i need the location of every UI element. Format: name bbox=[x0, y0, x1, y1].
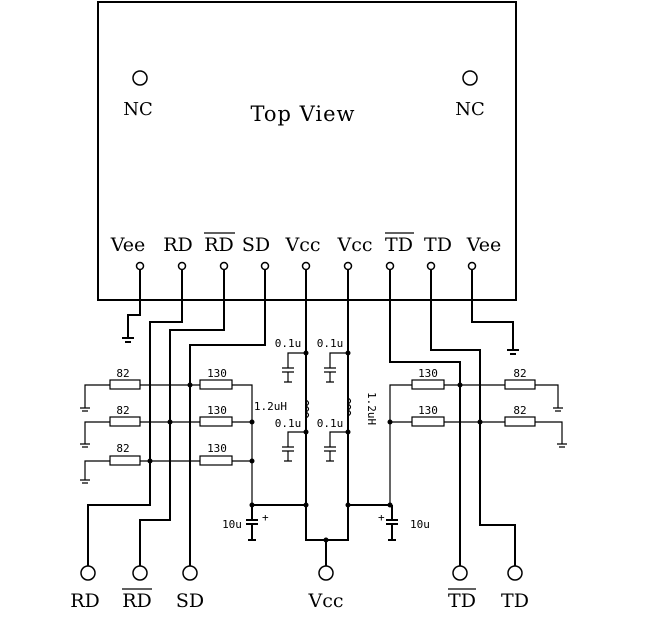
label-10u-right: 10u bbox=[410, 518, 430, 531]
label-82-right-2: 82 bbox=[513, 404, 526, 417]
rd-bar-trace bbox=[139, 270, 225, 568]
label-130-left-1: 130 bbox=[207, 367, 227, 380]
vcc-trace-2 bbox=[326, 270, 349, 541]
pin-label-vcc-1: Vcc bbox=[284, 234, 320, 256]
rd-trace bbox=[87, 270, 183, 568]
cap-10u-left bbox=[246, 505, 258, 541]
label-82-left-3: 82 bbox=[116, 442, 129, 455]
label-130-left-2: 130 bbox=[207, 404, 227, 417]
pin-label-vcc-2: Vcc bbox=[336, 234, 372, 256]
nc-right-label: NC bbox=[455, 99, 485, 120]
td-bar-trace bbox=[389, 270, 461, 568]
label-cap-top-right: 0.1u bbox=[317, 337, 344, 350]
output-label-td-bar: TD bbox=[448, 590, 476, 612]
label-10u-left: 10u bbox=[222, 518, 242, 531]
label-82-left-2: 82 bbox=[116, 404, 129, 417]
cap-top-right bbox=[324, 352, 348, 383]
vcc-trace-1 bbox=[305, 270, 327, 568]
cap-10u-right bbox=[386, 505, 398, 541]
resistor-130-right-1 bbox=[411, 379, 445, 390]
resistor-130-left-2 bbox=[199, 416, 233, 427]
vee-right-ground bbox=[471, 270, 519, 355]
resistor-130-left-3 bbox=[199, 455, 233, 466]
label-inductor-left: 1.2uH bbox=[254, 400, 287, 413]
td-trace bbox=[430, 270, 516, 568]
left-resistor-network bbox=[80, 379, 255, 508]
output-label-td: TD bbox=[501, 590, 529, 612]
cap-top-left bbox=[282, 352, 306, 383]
pin-dots bbox=[135, 261, 477, 271]
output-label-vcc: Vcc bbox=[307, 590, 343, 612]
label-plus-left: + bbox=[262, 511, 269, 524]
pin-label-vee-2: Vee bbox=[466, 234, 501, 256]
pin-label-vee-1: Vee bbox=[110, 234, 145, 256]
inductor-left bbox=[304, 399, 310, 419]
resistor-130-right-2 bbox=[411, 416, 445, 427]
module-title: Top View bbox=[250, 102, 355, 126]
output-pads bbox=[80, 565, 523, 581]
output-label-sd: SD bbox=[176, 590, 204, 612]
decoupling-network bbox=[246, 350, 398, 543]
pin-label-rd-bar: RD bbox=[204, 234, 234, 256]
label-plus-right: + bbox=[378, 511, 385, 524]
label-82-right-1: 82 bbox=[513, 367, 526, 380]
resistor-130-left-1 bbox=[199, 379, 233, 390]
output-label-rd-bar: RD bbox=[122, 590, 152, 612]
label-130-right-1: 130 bbox=[418, 367, 438, 380]
nc-right-hole bbox=[462, 70, 478, 86]
label-cap-top-left: 0.1u bbox=[275, 337, 302, 350]
resistor-82-left-2 bbox=[109, 416, 141, 427]
resistor-82-right-2 bbox=[504, 416, 536, 427]
label-cap-bottom-right: 0.1u bbox=[317, 417, 344, 430]
resistor-82-left-3 bbox=[109, 455, 141, 466]
sd-trace bbox=[189, 270, 266, 568]
pin-label-td: TD bbox=[424, 234, 452, 256]
resistor-82-left-1 bbox=[109, 379, 141, 390]
nc-left-label: NC bbox=[123, 99, 153, 120]
label-inductor-right: 1.2uH bbox=[365, 392, 378, 425]
output-label-rd: RD bbox=[70, 590, 100, 612]
vee-left-ground bbox=[122, 270, 141, 343]
pin-label-td-bar: TD bbox=[385, 234, 413, 256]
pin-label-rd: RD bbox=[163, 234, 193, 256]
resistor-82-right-1 bbox=[504, 379, 536, 390]
cap-bottom-right bbox=[324, 431, 348, 462]
label-82-left-1: 82 bbox=[116, 367, 129, 380]
right-resistor-network bbox=[387, 379, 567, 508]
cap-bottom-left bbox=[282, 431, 306, 462]
label-130-right-2: 130 bbox=[418, 404, 438, 417]
nc-left-hole bbox=[132, 70, 148, 86]
pin-label-sd: SD bbox=[242, 234, 270, 256]
label-130-left-3: 130 bbox=[207, 442, 227, 455]
label-cap-bottom-left: 0.1u bbox=[275, 417, 302, 430]
inductor-right bbox=[346, 397, 352, 417]
